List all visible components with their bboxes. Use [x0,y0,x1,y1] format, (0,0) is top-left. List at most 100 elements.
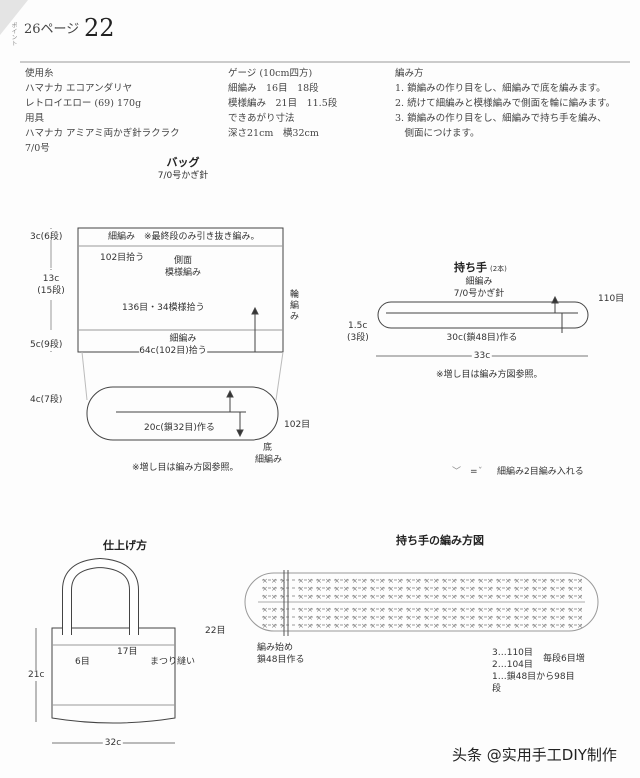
single-crochet-stitch-mark: × [433,593,439,601]
single-crochet-stitch-mark: × [343,593,349,601]
single-crochet-stitch-mark: × [316,593,322,601]
single-crochet-stitch-mark: × [442,606,448,614]
step-2: 2. 続けて細編みと模様編みで側面を輪に編みます。 [395,98,616,109]
yarn-color: レトロイエロー (69) 170g [25,98,142,109]
width-dimension: 32c [102,738,124,749]
single-crochet-stitch-mark: × [334,622,340,630]
bag-title: バッグ [166,156,200,169]
materials-heading: 使用糸 [25,68,54,79]
top-band-label: 細編み ※最終段のみ引き抜き編み。 [108,232,260,242]
single-crochet-stitch-mark: × [541,585,547,593]
single-crochet-stitch-mark: × [271,585,277,593]
handle-length: 33c [471,351,493,362]
single-crochet-stitch-mark: × [379,614,385,622]
gauge-heading: ゲージ (10cm四方) [228,68,313,79]
single-crochet-stitch-mark: × [424,614,430,622]
single-crochet-stitch-mark: × [379,622,385,630]
single-crochet-stitch-mark: × [433,585,439,593]
single-crochet-stitch-mark: × [262,593,268,601]
single-crochet-stitch-mark: × [415,622,421,630]
single-crochet-stitch-mark: × [460,614,466,622]
increase-symbol-icon: ﹀ [452,467,462,477]
single-crochet-stitch-mark: × [262,614,268,622]
single-crochet-stitch-mark: × [514,585,520,593]
single-crochet-stitch-mark: × [325,606,331,614]
handle-note: ※増し目は編み方図参照。 [436,370,543,380]
single-crochet-stitch-mark: × [559,593,565,601]
single-crochet-stitch-mark: × [424,585,430,593]
single-crochet-stitch-mark: × [325,622,331,630]
single-crochet-stitch-mark: × [334,614,340,622]
single-crochet-stitch-mark: × [424,606,430,614]
pick-136-label: 136目・34模様拾う [122,303,205,313]
single-crochet-stitch-mark: × [460,622,466,630]
single-crochet-stitch-mark: × [262,606,268,614]
round-label: 輪編み [290,290,300,322]
single-crochet-stitch-mark: × [280,577,286,585]
start-chain-label: 鎖48目作る [257,655,305,665]
single-crochet-stitch-mark: × [559,622,565,630]
single-crochet-stitch-mark: × [541,606,547,614]
dim-3c: 3c(6段) [30,232,63,242]
single-crochet-stitch-mark: × [352,614,358,622]
single-crochet-stitch-mark: × [280,606,286,614]
single-crochet-stitch-mark: × [460,593,466,601]
single-crochet-stitch-mark: × [316,606,322,614]
step-1: 1. 鎖編みの作り目をし、細編みで底を編みます。 [395,83,606,94]
single-crochet-stitch-mark: × [370,577,376,585]
single-crochet-stitch-mark: × [451,614,457,622]
single-crochet-stitch-mark: × [496,593,502,601]
side-label: 側面 [173,256,193,266]
single-crochet-stitch-mark: × [505,593,511,601]
single-crochet-stitch-mark: × [370,606,376,614]
st-17-label: 17目 [117,647,138,657]
single-crochet-stitch-mark: × [433,606,439,614]
single-crochet-stitch-mark: × [478,606,484,614]
single-crochet-stitch-mark: × [451,622,457,630]
single-crochet-stitch-mark: × [577,593,583,601]
single-crochet-stitch-mark: × [505,614,511,622]
single-crochet-stitch-mark: × [487,614,493,622]
single-crochet-stitch-mark: × [280,593,286,601]
single-crochet-stitch-mark: × [415,614,421,622]
single-crochet-stitch-mark: × [307,577,313,585]
single-crochet-stitch-mark: × [478,577,484,585]
single-crochet-stitch-mark: × [397,614,403,622]
single-crochet-stitch-mark: × [280,622,286,630]
single-crochet-stitch-mark: × [487,622,493,630]
single-crochet-stitch-mark: × [397,606,403,614]
single-crochet-stitch-mark: × [298,622,304,630]
single-crochet-stitch-mark: × [505,577,511,585]
gauge-block: ゲージ (10cm四方) 細編み 16目 18段 模様編み 21目 11.5段 … [228,66,337,141]
single-crochet-stitch-mark: × [496,606,502,614]
single-crochet-stitch-mark: × [316,622,322,630]
dim-13c: 13c [42,274,60,285]
finishing-title: 仕上げ方 [103,539,147,552]
pattern-label: 模様編み [164,268,202,278]
single-crochet-stitch-mark: × [388,614,394,622]
gauge-pattern: 模様編み 21目 11.5段 [228,98,338,109]
hook-name: ハマナカ アミアミ両かぎ針ラクラク [25,128,180,139]
handle-chain-label: 30c(鎖48目)作る [446,333,518,344]
single-crochet-stitch-mark: × [298,606,304,614]
single-crochet-stitch-mark: × [568,593,574,601]
single-crochet-stitch-mark: × [532,593,538,601]
single-crochet-stitch-mark: × [478,622,484,630]
single-crochet-stitch-mark: × [460,606,466,614]
dim-4c: 4c(7段) [30,395,63,405]
instructions-block: 編み方 1. 鎖編みの作り目をし、細編みで底を編みます。 2. 続けて細編みと模… [395,66,615,141]
single-crochet-stitch-mark: × [307,593,313,601]
single-crochet-stitch-mark: × [307,622,313,630]
single-crochet-stitch-mark: × [514,606,520,614]
step-3-cont: 側面につけます。 [395,128,480,139]
single-crochet-stitch-mark: × [559,585,565,593]
single-crochet-stitch-mark: × [442,593,448,601]
single-crochet-stitch-mark: × [298,585,304,593]
single-crochet-stitch-mark: × [568,606,574,614]
st-110-label: 110目 [598,294,625,304]
single-crochet-stitch-mark: × [451,577,457,585]
single-crochet-stitch-mark: × [532,606,538,614]
single-crochet-stitch-mark: × [397,585,403,593]
single-crochet-stitch-mark: × [388,585,394,593]
single-crochet-stitch-mark: × [559,577,565,585]
